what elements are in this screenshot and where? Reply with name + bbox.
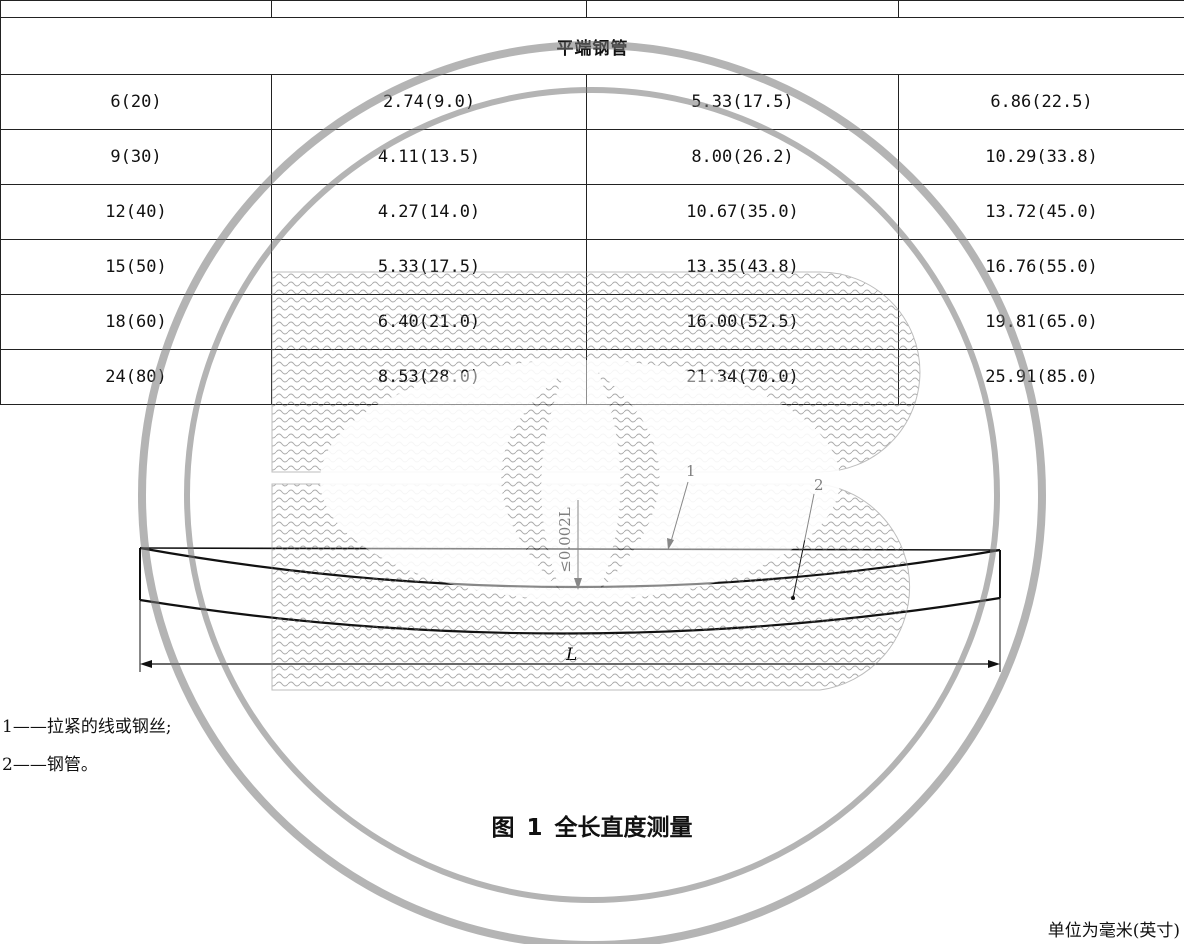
length-arrow-right <box>988 660 1000 668</box>
legend-item-2: 2——钢管。 <box>2 755 98 775</box>
legend-item-1: 1——拉紧的线或钢丝; <box>2 717 172 737</box>
callout-1-leader <box>669 481 689 546</box>
length-label: L <box>565 645 577 665</box>
callout-2: 2 <box>814 476 824 494</box>
callout-2-dot <box>791 596 795 600</box>
callout-1: 1 <box>686 462 696 480</box>
deviation-arrow-head <box>574 578 582 590</box>
callout-2-leader <box>792 493 815 599</box>
callout-1-arrow <box>667 538 674 550</box>
length-arrow-left <box>140 660 152 668</box>
pipe-bottom-edge <box>139 596 1001 635</box>
unit-note: 单位为毫米(英寸) <box>1047 921 1180 941</box>
table-row-partial <box>0 0 1184 18</box>
deviation-dimension-text: ≤0.002L <box>556 507 574 573</box>
figure-caption: 图 1 全长直度测量 <box>491 815 693 841</box>
